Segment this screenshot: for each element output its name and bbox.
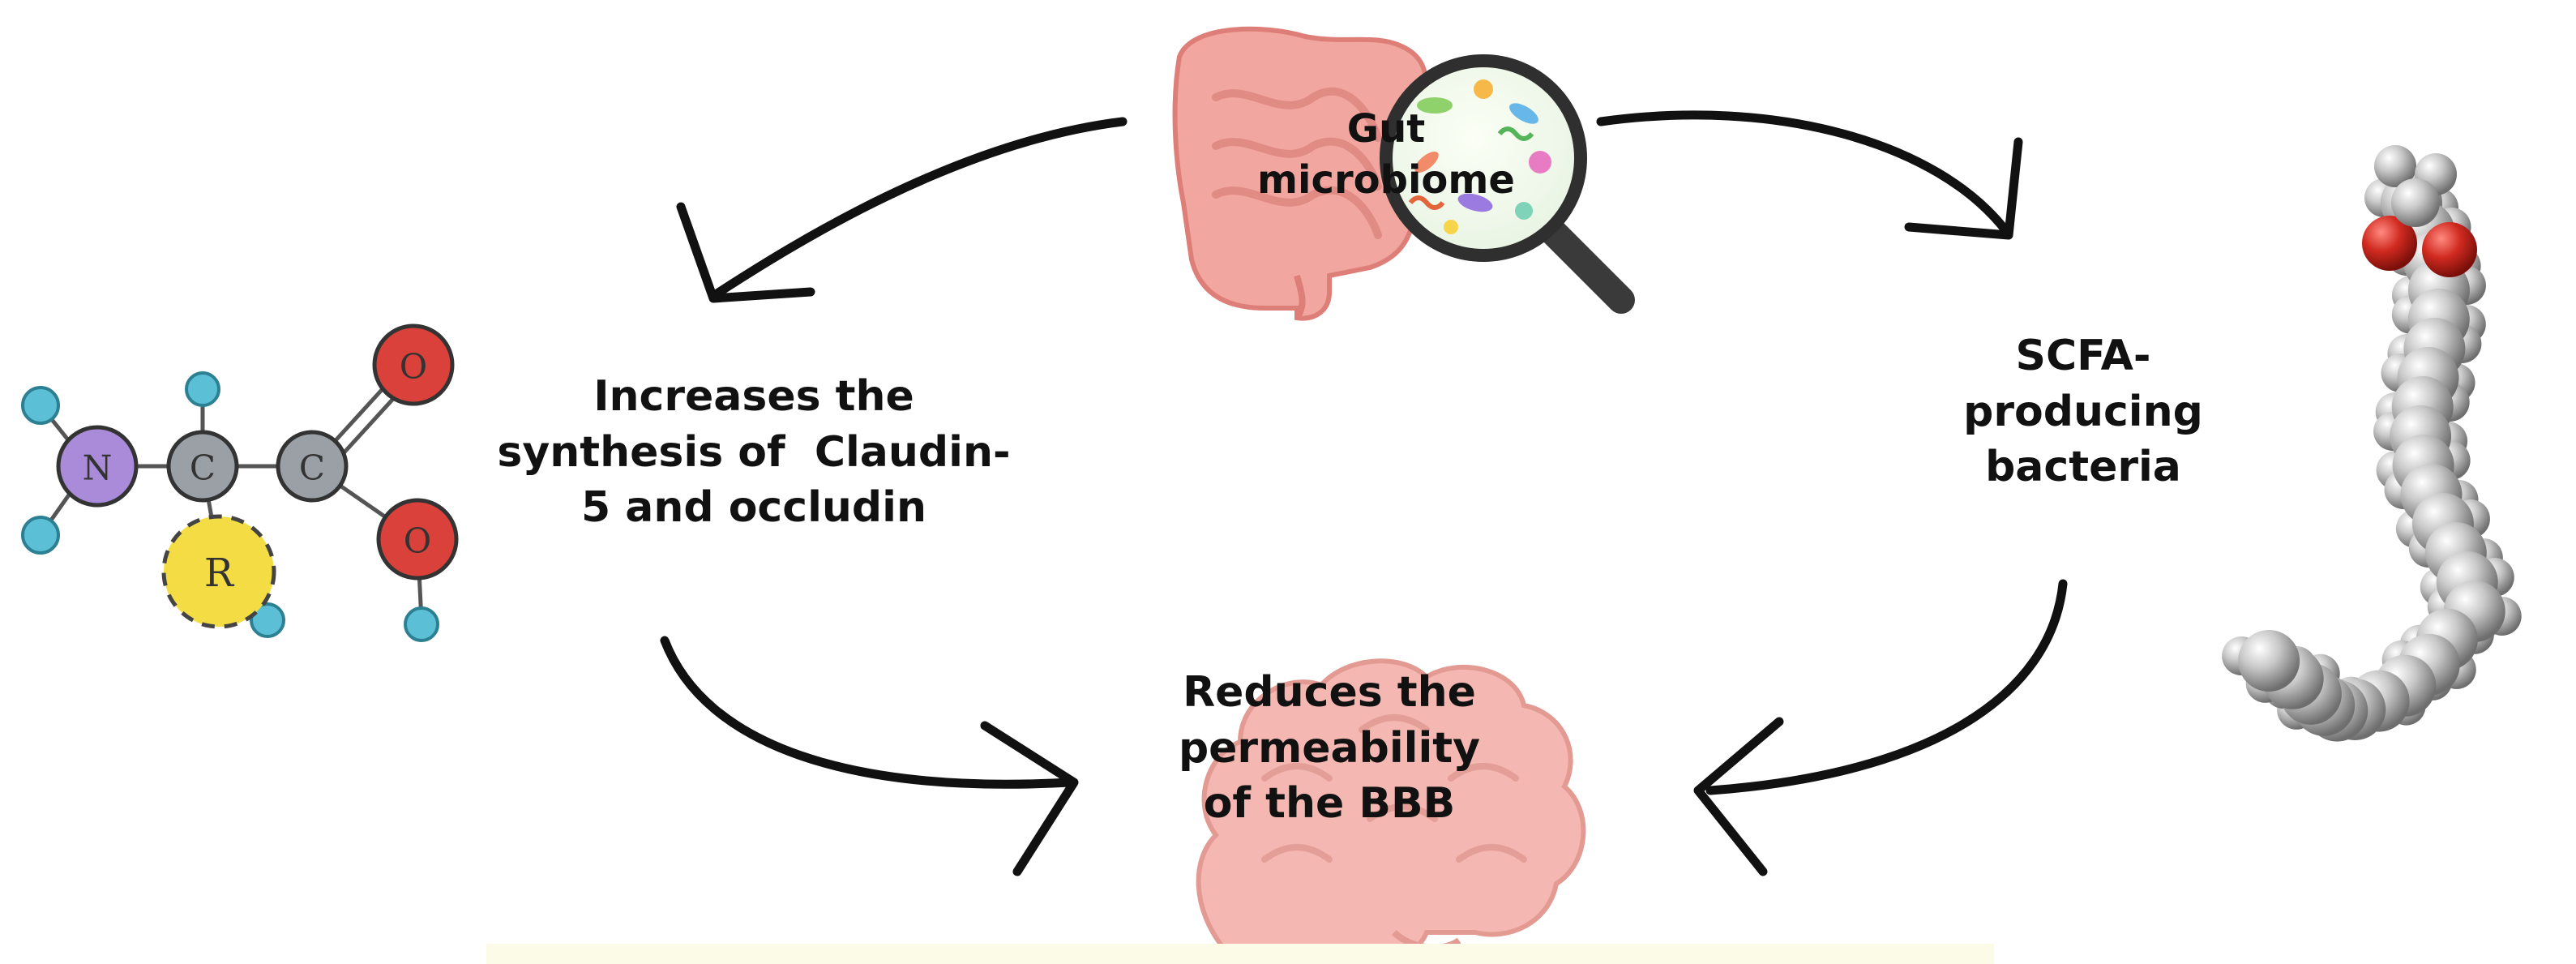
arrow-gut-to-synthesis xyxy=(676,117,1128,303)
atom-label: C xyxy=(190,448,216,488)
hydrogen-atom xyxy=(404,606,439,642)
atom-label: C xyxy=(299,448,325,488)
atom-label: O xyxy=(400,347,427,387)
molecule-atom xyxy=(2391,178,2440,227)
intestine-icon xyxy=(1172,26,1428,321)
molecule-atom xyxy=(2374,145,2416,187)
atom-label: N xyxy=(83,448,113,488)
hydrogen-atom xyxy=(21,386,60,425)
bacteria-icon xyxy=(1408,79,1551,234)
bottom-strip xyxy=(486,944,1994,964)
carbon-atom xyxy=(276,430,349,503)
magnifying-glass-icon xyxy=(1380,54,1635,314)
reduces-permeability-label: Reduces the permeability of the BBB xyxy=(1178,668,1481,829)
molecule-atom xyxy=(2422,222,2477,277)
scfa-bacteria-label: SCFA- producing bacteria xyxy=(1963,332,2203,492)
hydrogen-atom xyxy=(185,371,220,407)
oxygen-atom xyxy=(376,498,459,581)
arrow-synthesis-to-brain xyxy=(660,636,1079,876)
arrow-gut-to-scfa xyxy=(1596,110,2023,240)
molecule-atom xyxy=(2238,630,2300,692)
molecule-atom xyxy=(2362,216,2417,271)
r-group xyxy=(161,514,276,629)
arrow-scfa-to-brain xyxy=(1693,579,2068,876)
fatty-acid-molecule-icon xyxy=(2222,145,2522,742)
hydrogen-atom xyxy=(250,602,285,638)
oxygen-atom xyxy=(372,323,455,406)
amino-acid-molecule-icon: N C C O O R xyxy=(21,323,459,642)
gut-microbiome-label: Gut microbiome xyxy=(1257,106,1515,204)
carbon-atom xyxy=(166,430,239,503)
hydrogen-atom xyxy=(21,516,60,555)
increases-synthesis-label: Increases the synthesis of Claudin- 5 an… xyxy=(497,372,1011,533)
atom-label: O xyxy=(404,521,431,561)
nitrogen-atom xyxy=(56,425,139,508)
atom-label: R xyxy=(204,551,235,596)
